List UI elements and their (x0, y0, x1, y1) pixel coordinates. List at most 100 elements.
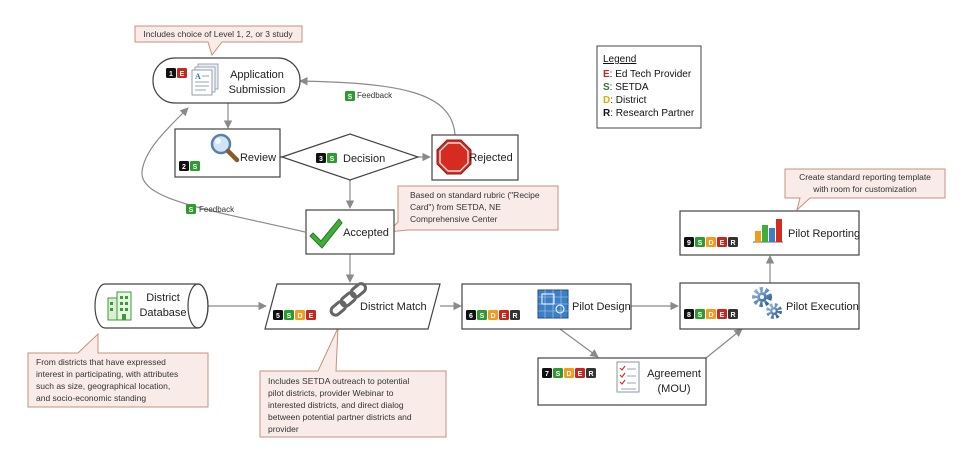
note-database-line-2: interest in participating, with attribut… (36, 369, 178, 379)
feedback-top: S Feedback (345, 91, 393, 101)
role-badge-r: R (728, 309, 738, 319)
role-badge-d: D (706, 237, 716, 247)
svg-text:9: 9 (687, 240, 691, 247)
svg-text:R: R (730, 240, 735, 247)
svg-text:E: E (180, 71, 185, 78)
svg-text:S: S (698, 240, 703, 247)
node-rejected[interactable]: Rejected (431, 134, 519, 181)
magnifier-icon (210, 133, 240, 163)
svg-text:E: E (309, 313, 314, 320)
note-accepted-line-2: Card") from SETDA, NE (410, 202, 501, 212)
match-label: District Match (360, 301, 427, 313)
svg-text:R: R (588, 371, 593, 378)
step-number-badge: 3 (316, 153, 326, 163)
note-match-line-4: between potential partner districts and (268, 412, 412, 422)
svg-text:E: E (720, 312, 725, 319)
role-badge-r: R (510, 310, 520, 320)
svg-text:S: S (330, 156, 335, 163)
application-label-line-1: Application (230, 69, 284, 81)
role-badge-s: S (327, 153, 337, 163)
note-accepted-line-3: Comprehensive Center (410, 214, 498, 224)
note-match-line-3: interested districts, and direct dialog (268, 400, 404, 410)
step-number-badge: 5 (273, 310, 283, 320)
node-district-database[interactable]: District Database (94, 283, 209, 329)
note-database-line-4: and socio-economic standing (36, 393, 146, 403)
svg-text:S: S (189, 207, 194, 214)
note-match: Includes SETDA outreach to potential pil… (259, 327, 447, 438)
note-accepted-line-1: Based on standard rubric ("Recipe (410, 190, 540, 200)
building-icon (107, 291, 132, 321)
role-badge-e: E (717, 309, 727, 319)
svg-text:R: R (512, 313, 517, 320)
role-badge-d: D (295, 310, 305, 320)
note-match-line-2: pilot districts, provider Webinar to (268, 388, 394, 398)
document-icon: A (191, 63, 219, 96)
review-label: Review (240, 152, 276, 164)
reporting-label: Pilot Reporting (788, 228, 860, 240)
database-label-line-2: Database (139, 307, 186, 319)
arrow-design-agreement (559, 328, 599, 358)
role-badge-s: S (186, 204, 196, 214)
feedback-left: S Feedback (186, 204, 235, 214)
arrow-feedback-accepted (141, 107, 306, 233)
role-badge-s: S (695, 309, 705, 319)
svg-text:3: 3 (319, 156, 323, 163)
note-database-line-3: such as size, geographical location, (36, 381, 170, 391)
design-label: Pilot Design (572, 301, 631, 313)
checklist-icon (616, 361, 640, 393)
node-accepted[interactable]: Accepted (305, 209, 395, 255)
svg-text:D: D (708, 312, 713, 319)
legend-item-e: E: Ed Tech Provider (603, 69, 692, 80)
role-badge-r: R (728, 237, 738, 247)
step-number-badge: 8 (684, 309, 694, 319)
svg-text:E: E (720, 240, 725, 247)
svg-text:S: S (698, 312, 703, 319)
svg-text:S: S (480, 313, 485, 320)
role-badge-s: S (190, 161, 200, 171)
svg-text:7: 7 (545, 371, 549, 378)
note-match-line-5: provider (268, 424, 299, 434)
stop-sign-icon (436, 139, 472, 175)
execution-label: Pilot Execution (786, 301, 859, 313)
svg-text:6: 6 (469, 313, 473, 320)
database-label-line-1: District (146, 292, 180, 304)
agreement-label-line-2: (MOU) (658, 383, 691, 395)
note-database-line-1: From districts that have expressed (36, 357, 166, 367)
note-reporting: Create standard reporting template with … (784, 168, 946, 212)
legend-item-r: R: Research Partner (603, 108, 695, 119)
step-number-badge: 6 (466, 310, 476, 320)
blueprint-icon (537, 289, 569, 319)
step-number-badge: 9 (684, 237, 694, 247)
role-badge-d: D (564, 368, 574, 378)
role-badge-e: E (717, 237, 727, 247)
step-number-badge: 2 (179, 161, 189, 171)
decision-label: Decision (343, 153, 385, 165)
role-badge-e: E (575, 368, 585, 378)
connectors (141, 76, 775, 359)
svg-text:S: S (193, 164, 198, 171)
note-reporting-line-2: with room for customization (812, 184, 917, 194)
arrow-feedback-rejected (299, 76, 456, 136)
step-number-badge: 7 (542, 368, 552, 378)
legend-item-s: S: SETDA (603, 82, 649, 93)
arrow-agreement-execution (705, 328, 743, 359)
feedback-top-label: Feedback (357, 91, 393, 100)
note-application-line: Includes choice of Level 1, 2, or 3 stud… (143, 29, 293, 39)
svg-text:D: D (490, 313, 495, 320)
svg-text:S: S (287, 313, 292, 320)
application-label-line-2: Submission (229, 84, 286, 96)
svg-text:A: A (195, 72, 201, 81)
agreement-label-line-1: Agreement (647, 368, 701, 380)
note-application: Includes choice of Level 1, 2, or 3 stud… (134, 25, 303, 57)
role-badge-s: S (695, 237, 705, 247)
svg-text:1: 1 (169, 71, 173, 78)
